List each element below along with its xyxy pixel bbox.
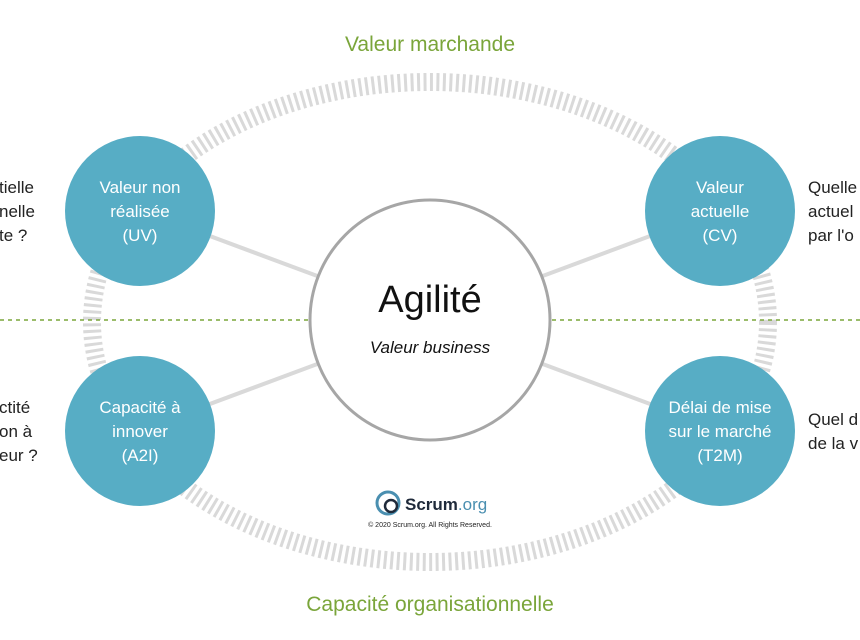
- circle-t2m: [645, 356, 795, 506]
- logo-suffix: .org: [457, 495, 488, 514]
- logo-brand: Scrum: [405, 495, 458, 514]
- copyright-text: © 2020 Scrum.org. All Rights Reserved.: [368, 522, 492, 529]
- side-text-right-bottom: Quel d de la v: [808, 410, 859, 453]
- hatched-ring: [83, 73, 777, 571]
- circle-cv: [645, 136, 795, 286]
- circle-a2i: [65, 356, 215, 506]
- top-label: Valeur marchande: [344, 33, 516, 56]
- circle-uv: [65, 136, 215, 286]
- side-text-right-top: Quelle actuel par l'o: [808, 178, 858, 245]
- circle-uv-label: Valeur non réalisée (UV): [99, 178, 181, 245]
- side-text-left-bottom: ctité on à eur ?: [0, 398, 38, 465]
- circle-cv-label: Valeur actuelle (CV): [690, 178, 750, 245]
- circle-a2i-label: Capacité à innover (A2I): [99, 398, 181, 465]
- scrum-logo-icon: [375, 490, 401, 516]
- scrum-logo-text: Scrum.org: [405, 495, 487, 515]
- center-title: Agilité: [378, 279, 482, 321]
- circle-t2m-label: Délai de mise sur le marché (T2M): [668, 398, 772, 465]
- bottom-label: Capacité organisationnelle: [306, 593, 554, 616]
- side-text-left-top: tielle nelle te ?: [0, 178, 35, 245]
- center-circle: [308, 198, 552, 442]
- center-subtitle: Valeur business: [369, 338, 491, 357]
